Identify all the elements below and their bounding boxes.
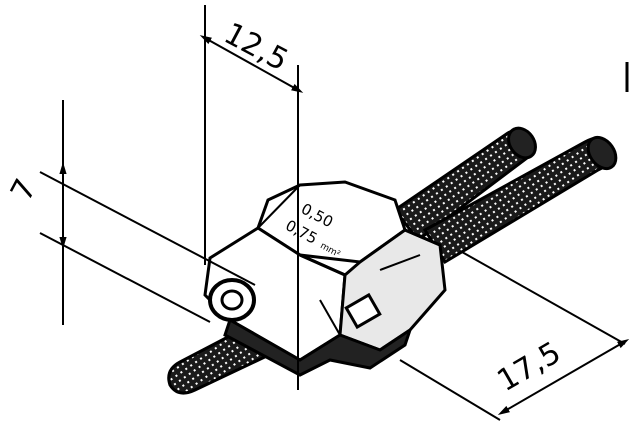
dimension-height bbox=[39, 100, 256, 325]
dimension-width-label: 12,5 bbox=[218, 16, 293, 78]
connector-base bbox=[223, 317, 413, 377]
clamp-slot bbox=[344, 292, 382, 330]
dimension-width bbox=[199, 5, 304, 390]
dimension-length bbox=[399, 251, 630, 421]
dimension-length-label: 17,5 bbox=[492, 335, 567, 399]
dimension-height-label: 7 bbox=[4, 173, 44, 206]
rear-wire-right bbox=[422, 135, 618, 265]
connector-body bbox=[203, 180, 447, 377]
rear-wire-left bbox=[392, 126, 537, 243]
